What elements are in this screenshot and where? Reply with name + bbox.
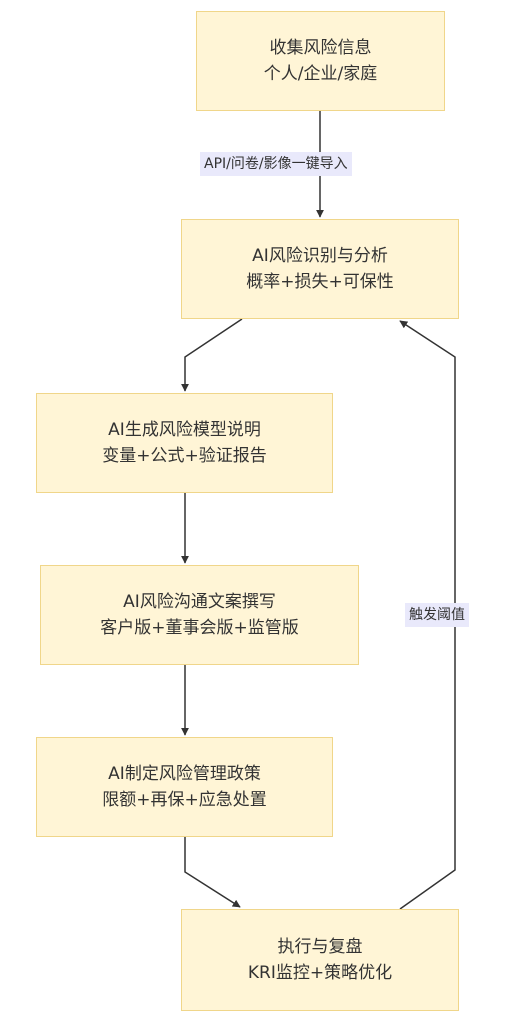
node-collect-risk-info-title: 收集风险信息 [269, 38, 372, 58]
node-ai-risk-identification: AI风险识别与分析 概率+损失+可保性 [181, 219, 459, 319]
edge-identify-to-model [181, 318, 243, 392]
node-ai-risk-identification-detail: 概率+损失+可保性 [246, 272, 394, 292]
node-collect-risk-info-detail: 个人/企业/家庭 [263, 64, 378, 84]
node-execute-and-review: 执行与复盘 KRI监控+策略优化 [181, 909, 459, 1011]
node-ai-risk-model-detail: 变量+公式+验证报告 [102, 446, 267, 466]
node-ai-risk-policy-detail: 限额+再保+应急处置 [102, 790, 267, 810]
node-execute-and-review-detail: KRI监控+策略优化 [247, 963, 393, 983]
node-ai-risk-model: AI生成风险模型说明 变量+公式+验证报告 [36, 393, 333, 493]
node-ai-risk-identification-title: AI风险识别与分析 [252, 246, 388, 266]
node-execute-and-review-title: 执行与复盘 [277, 937, 363, 957]
node-ai-risk-model-title: AI生成风险模型说明 [108, 420, 261, 440]
node-ai-risk-policy: AI制定风险管理政策 限额+再保+应急处置 [36, 737, 333, 837]
edge-label-trigger-threshold: 触发阈值 [405, 603, 469, 627]
edge-label-import: API/问卷/影像一键导入 [200, 152, 352, 176]
node-ai-risk-communication-title: AI风险沟通文案撰写 [123, 592, 276, 612]
node-ai-risk-communication: AI风险沟通文案撰写 客户版+董事会版+监管版 [40, 565, 359, 665]
node-ai-risk-communication-detail: 客户版+董事会版+监管版 [100, 618, 299, 638]
edge-policy-to-execute [184, 837, 241, 908]
node-collect-risk-info: 收集风险信息 个人/企业/家庭 [196, 11, 445, 111]
node-ai-risk-policy-title: AI制定风险管理政策 [108, 764, 261, 784]
